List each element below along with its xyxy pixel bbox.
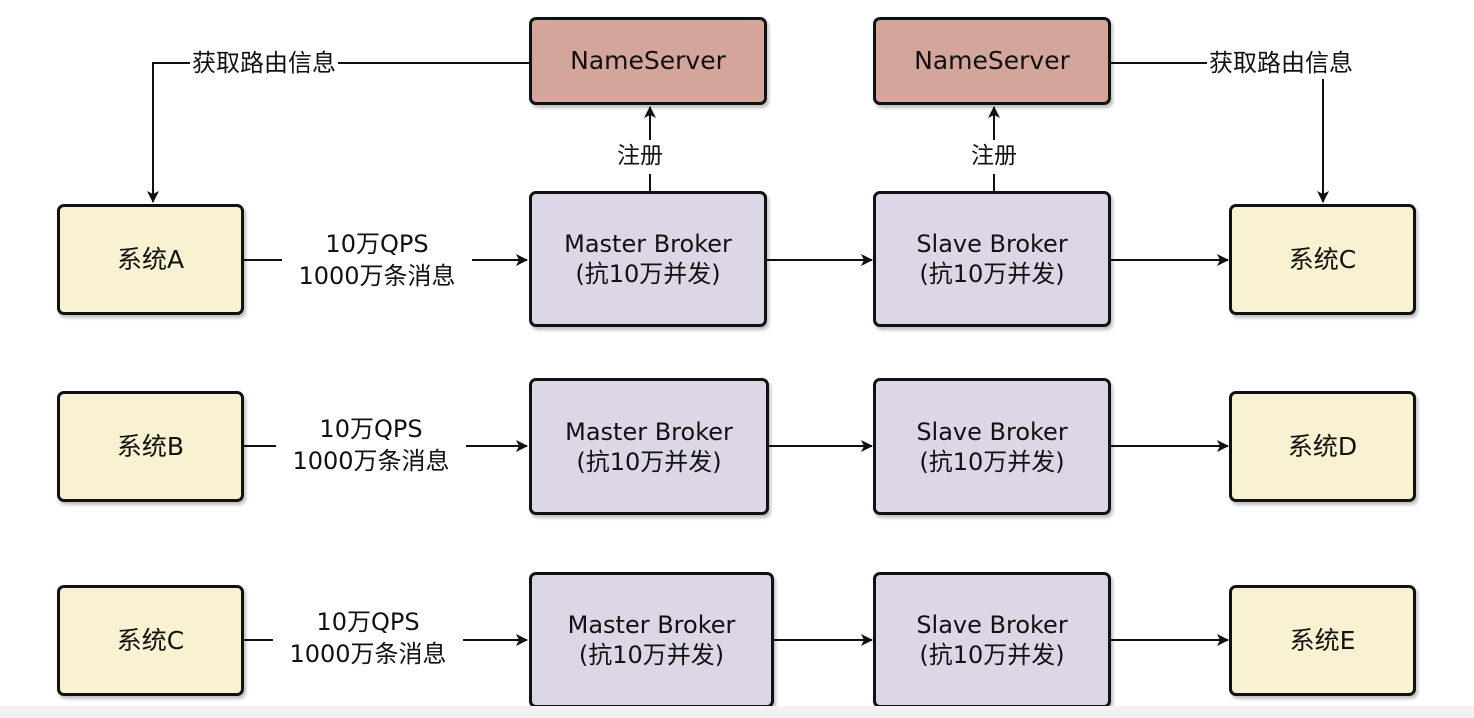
route-info-label-right: 获取路由信息 [1207,48,1355,80]
master-broker-box: Master Broker (抗10万并发) [529,191,767,327]
master-broker-box: Master Broker (抗10万并发) [529,572,774,708]
slave-broker-capacity: (抗10万并发) [919,641,1065,669]
master-broker-capacity: (抗10万并发) [576,447,722,476]
producer-system-label: 系统C [116,625,185,655]
slave-broker-capacity: (抗10万并发) [919,447,1065,476]
slave-broker-label: Slave Broker [916,417,1068,446]
consumer-system-label: 系统D [1287,431,1358,461]
bottom-edge-strip [0,706,1474,718]
consumer-system-label: 系统C [1288,244,1357,274]
master-broker-label: Master Broker [565,417,733,446]
master-broker-capacity: (抗10万并发) [578,641,725,669]
message-count-text: 1000万条消息 [298,261,456,290]
slave-broker-box: Slave Broker (抗10万并发) [873,191,1111,327]
slave-broker-box: Slave Broker (抗10万并发) [873,378,1111,515]
producer-system-box: 系统C [57,585,244,696]
route-info-label-left: 获取路由信息 [190,48,338,80]
producer-system-label: 系统A [116,244,185,274]
qps-text: 10万QPS [319,415,423,443]
consumer-system-box: 系统D [1229,391,1416,502]
slave-broker-label: Slave Broker [916,611,1068,639]
producer-system-label: 系统B [116,431,185,461]
message-count-text: 1000万条消息 [292,446,450,475]
master-broker-label: Master Broker [564,230,732,258]
consumer-system-box: 系统E [1229,585,1416,696]
nameserver-label: NameServer [914,46,1070,76]
route-connector-right [1111,62,1329,203]
message-count-text: 1000万条消息 [289,639,447,668]
master-broker-box: Master Broker (抗10万并发) [529,378,769,515]
master-broker-label: Master Broker [567,611,736,639]
slave-broker-label: Slave Broker [916,230,1068,258]
flow-label: 10万QPS 1000万条消息 [273,607,463,671]
producer-system-box: 系统A [57,204,244,315]
flow-label: 10万QPS 1000万条消息 [276,414,466,478]
register-label-left: 注册 [617,140,663,174]
route-connector-left [147,62,529,203]
nameserver-label: NameServer [570,46,726,76]
slave-broker-capacity: (抗10万并发) [919,260,1065,288]
nameserver-box-right: NameServer [873,17,1111,105]
qps-text: 10万QPS [316,608,420,636]
qps-text: 10万QPS [325,230,429,258]
register-label-right: 注册 [971,140,1017,174]
consumer-system-box: 系统C [1229,204,1416,315]
producer-system-box: 系统B [57,391,244,502]
consumer-system-label: 系统E [1289,625,1356,655]
master-broker-capacity: (抗10万并发) [575,260,721,288]
nameserver-box-left: NameServer [529,17,767,105]
slave-broker-box: Slave Broker (抗10万并发) [873,572,1111,708]
flow-label: 10万QPS 1000万条消息 [282,229,472,293]
